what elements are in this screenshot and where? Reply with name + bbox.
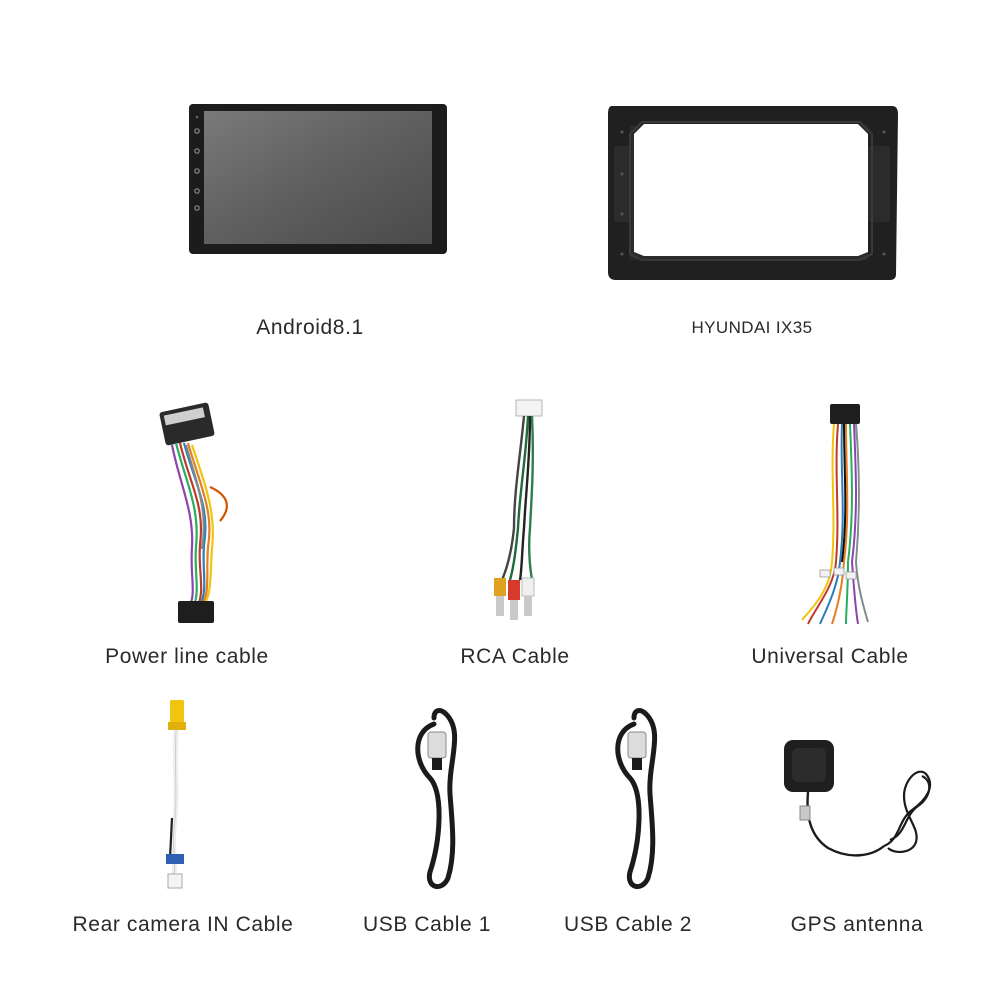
head-unit-label: Android8.1 xyxy=(256,316,364,339)
head-unit-image xyxy=(188,103,450,255)
universal-cable-image xyxy=(796,402,874,632)
frame-label: HYUNDAI IX35 xyxy=(691,318,813,337)
gps-antenna-image xyxy=(780,736,940,876)
gps-antenna-label: GPS antenna xyxy=(790,913,924,936)
usb-cable-1-label: USB Cable 1 xyxy=(363,913,491,936)
usb-cable-1-image xyxy=(404,702,474,898)
usb-cable-2-image xyxy=(604,702,674,898)
rca-cable-label: RCA Cable xyxy=(460,645,570,668)
usb-cable-2-label: USB Cable 2 xyxy=(564,913,692,936)
rear-camera-cable-image xyxy=(158,698,194,894)
power-cable-label: Power line cable xyxy=(105,645,269,668)
frame-image xyxy=(606,104,900,282)
universal-cable-label: Universal Cable xyxy=(751,645,909,668)
rear-camera-cable-label: Rear camera IN Cable xyxy=(72,913,294,936)
rca-cable-image xyxy=(480,398,550,628)
power-cable-image xyxy=(150,395,250,627)
